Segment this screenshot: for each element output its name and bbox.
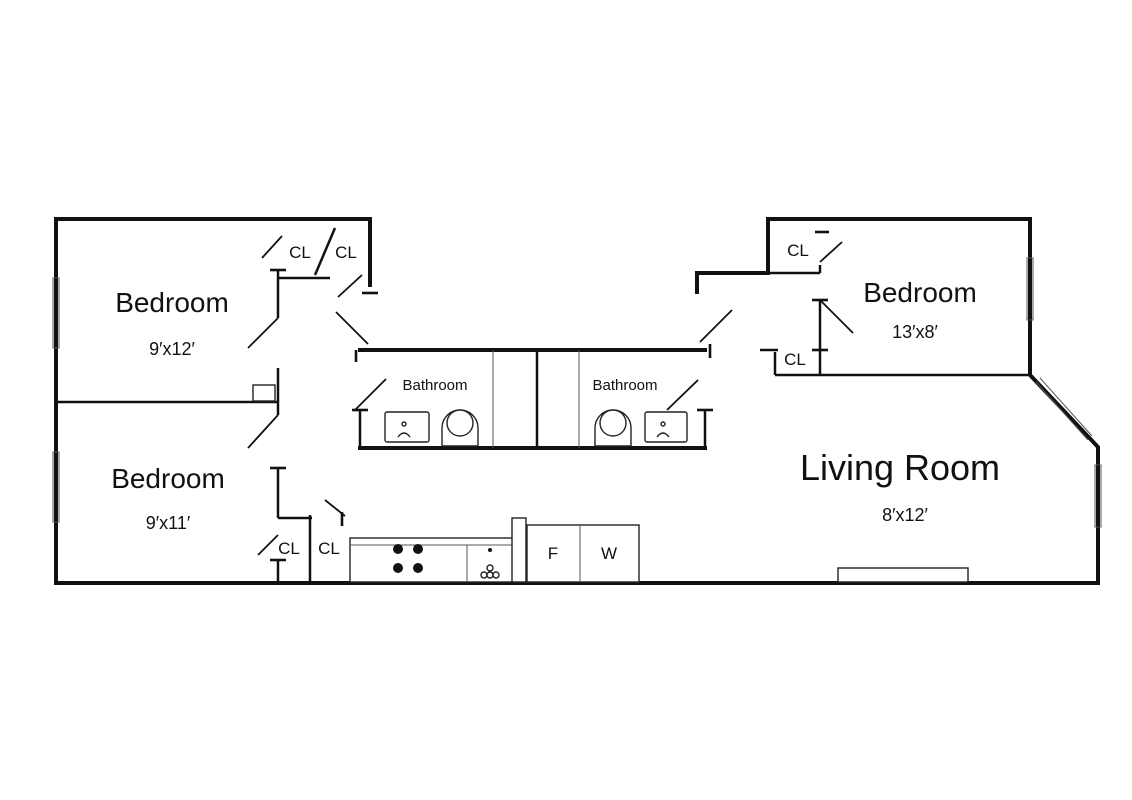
kitchen-sink-icon: [480, 548, 500, 579]
room-size-bedroom-3: 13′x8′: [892, 322, 938, 342]
windows: [52, 257, 1102, 528]
exterior-walls: [54, 217, 1100, 585]
interior-walls: [56, 227, 1030, 583]
closet-label: CL: [787, 241, 809, 260]
closet-label: CL: [278, 539, 300, 558]
kitchen: [252, 384, 969, 583]
closet-label: CL: [318, 539, 340, 558]
room-size-bedroom-2: 9′x11′: [146, 513, 191, 533]
sink-icon: [644, 411, 688, 443]
room-name-living-room: Living Room: [800, 447, 1000, 488]
room-name-bathroom-1: Bathroom: [402, 377, 467, 394]
bathroom-fixtures: [384, 409, 688, 447]
stove-icon: [393, 544, 423, 573]
closet-label: CL: [784, 350, 806, 369]
room-name-bedroom-2: Bedroom: [111, 463, 225, 494]
room-name-bathroom-2: Bathroom: [592, 377, 657, 394]
labels: Bedroom 9′x12′ Bedroom 9′x11′ Bedroom 13…: [111, 241, 1000, 563]
fridge-label: F: [548, 544, 558, 563]
washer-label: W: [601, 544, 617, 563]
room-name-bedroom-3: Bedroom: [863, 277, 977, 308]
sink-icon: [384, 411, 430, 443]
radiator: [837, 567, 969, 583]
doors: [247, 230, 854, 562]
room-size-living-room: 8′x12′: [882, 505, 928, 525]
room-size-bedroom-1: 9′x12′: [149, 339, 195, 359]
radiator: [252, 384, 276, 402]
closet-label: CL: [335, 243, 357, 262]
closet-label: CL: [289, 243, 311, 262]
cabinet: [511, 517, 527, 583]
room-name-bedroom-1: Bedroom: [115, 287, 229, 318]
